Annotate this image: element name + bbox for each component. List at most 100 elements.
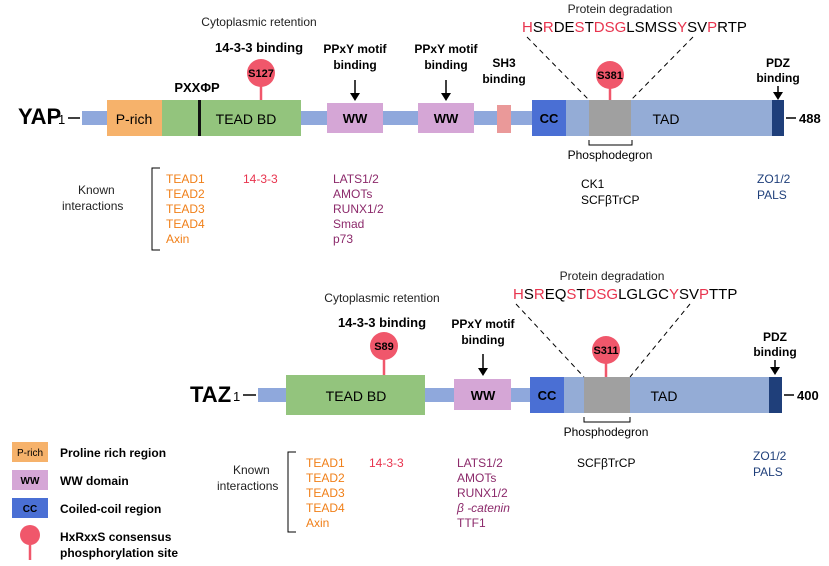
taz-start-residue: 1 (233, 389, 240, 404)
yap-ppxy2-label-line1: PPxY motif (414, 42, 478, 56)
yap-degron-seg-6: DSG (594, 19, 627, 36)
yap-degron-seg-7: LSMSS (626, 19, 677, 36)
yap-panel: YAP 1 P-rich TEAD BD PXXΦP WW WW CC TAD … (18, 2, 821, 251)
yap-ww1-label: WW (343, 111, 368, 126)
taz-degron-sequence: HSREQSTDSGLGLGCYSVPTTP (513, 286, 737, 303)
yap-sh3-label-line1: SH3 (492, 56, 516, 70)
taz-s89-site-icon (370, 332, 398, 360)
legend-site-label-line2: phosphorylation site (60, 546, 178, 560)
taz-degron-seg-8: Y (669, 286, 679, 303)
yap-degron-seg-3: DE (554, 19, 575, 36)
yap-prich-domain (107, 100, 162, 136)
taz-tead-interactor: TEAD1 (306, 456, 345, 470)
legend-site-icon (20, 525, 40, 545)
taz-degron-seg-11: TTP (709, 286, 737, 303)
yap-ppxy2-label-line2: binding (424, 58, 467, 72)
taz-cytoplasmic-retention-label: Cytoplasmic retention (324, 291, 439, 305)
yap-degron-seg-2: R (543, 19, 554, 36)
yap-ww-interactor: AMOTs (333, 187, 372, 201)
yap-degron-seg-0: H (522, 19, 533, 36)
yap-degron-interactor: CK1 (581, 177, 605, 191)
yap-tead-interactor: TEAD3 (166, 202, 205, 216)
taz-14-3-3-binding-label: 14-3-3 binding (338, 315, 426, 330)
taz-ppxy-label-line1: PPxY motif (451, 317, 515, 331)
taz-ww-interactor: LATS1/2 (457, 456, 503, 470)
taz-pdz-label-line1: PDZ (763, 330, 787, 344)
taz-degron-dashed-left (515, 303, 585, 378)
taz-degron-seg-0: H (513, 286, 524, 303)
yap-pdz-interactor: ZO1/2 (757, 172, 791, 186)
taz-title: TAZ (190, 382, 231, 407)
taz-ww-label: WW (471, 388, 496, 403)
yap-pdz-motif (772, 100, 784, 136)
yap-degron-seg-4: S (575, 19, 585, 36)
taz-pdz-interactor: PALS (753, 465, 783, 479)
yap-tead-bd-label: TEAD BD (216, 111, 277, 127)
yap-title: YAP (18, 104, 61, 129)
yap-protein-degradation-label: Protein degradation (568, 2, 673, 16)
yap-tead-interactor: TEAD4 (166, 217, 205, 231)
taz-tead-interactor: TEAD4 (306, 501, 345, 515)
taz-phosphodegron-label: Phosphodegron (564, 425, 649, 439)
taz-ww-domain (454, 379, 511, 410)
legend-ww-swatch (12, 470, 48, 490)
yap-14-3-3-interactor: 14-3-3 (243, 172, 278, 186)
yap-phosphodegron-region (589, 100, 631, 136)
yap-ww-interactor: Smad (333, 217, 364, 231)
taz-panel: TAZ 1 TEAD BD WW CC TAD 400 S89 S311 Cyt… (190, 269, 819, 533)
yap-tead-interactor: TEAD1 (166, 172, 205, 186)
yap-sh3-domain (497, 105, 511, 133)
taz-end-residue: 400 (797, 388, 819, 403)
taz-ppxy-arrowhead (478, 368, 488, 376)
taz-known-interactions-line2: interactions (217, 479, 278, 493)
taz-s89-label: S89 (374, 341, 394, 353)
taz-degron-seg-3: EQ (545, 286, 567, 303)
legend-cc-label: Coiled-coil region (60, 502, 161, 516)
yap-ppxy1-label-line1: PPxY motif (323, 42, 387, 56)
yap-known-interactions-line2: interactions (62, 199, 123, 213)
yap-ppxy2-arrowhead (441, 93, 451, 101)
yap-degron-seg-11: RTP (717, 19, 747, 36)
taz-pdz-interactor: ZO1/2 (753, 449, 787, 463)
yap-ww2-domain (418, 103, 474, 133)
taz-degron-seg-10: P (699, 286, 709, 303)
taz-tead-interactor: TEAD2 (306, 471, 345, 485)
legend-prich-swatch-label: P-rich (17, 448, 43, 459)
yap-ww-interactor: RUNX1/2 (333, 202, 384, 216)
taz-degron-seg-5: T (576, 286, 585, 303)
yap-cytoplasmic-retention-label: Cytoplasmic retention (201, 15, 316, 29)
yap-degron-seg-9: SV (687, 19, 707, 36)
yap-degron-seg-10: P (707, 19, 717, 36)
yap-tead-bd-domain (162, 100, 301, 136)
taz-tad-label: TAD (651, 388, 678, 404)
taz-interactions-bracket (287, 451, 296, 533)
taz-phosphodegron-region (584, 377, 630, 413)
yap-tad-label: TAD (653, 111, 680, 127)
taz-degron-seg-7: LGLGC (618, 286, 669, 303)
yap-14-3-3-binding-label: 14-3-3 binding (215, 40, 303, 55)
legend-ww-label: WW domain (60, 474, 129, 488)
taz-tead-bd-label: TEAD BD (326, 388, 387, 404)
legend-cc-swatch (12, 498, 48, 518)
yap-ww-interactor: LATS1/2 (333, 172, 379, 186)
yap-interactions-bracket (151, 167, 160, 251)
yap-ww1-domain (327, 103, 383, 133)
taz-ww-interactor: RUNX1/2 (457, 486, 508, 500)
legend-cc-swatch-label: CC (23, 504, 37, 515)
yap-sh3-label-line2: binding (482, 72, 525, 86)
yap-tead-interactors: TEAD1 TEAD2 TEAD3 TEAD4 Axin (166, 172, 205, 246)
yap-ppxy1-label-line2: binding (333, 58, 376, 72)
taz-tead-interactors: TEAD1 TEAD2 TEAD3 TEAD4 Axin (306, 456, 345, 530)
taz-ppxy-label-line2: binding (461, 333, 504, 347)
taz-protein-degradation-label: Protein degradation (560, 269, 665, 283)
yap-degron-seg-5: T (585, 19, 594, 36)
legend: P-rich Proline rich region WW WW domain … (12, 442, 178, 560)
taz-degron-dashed-right (629, 303, 691, 378)
yap-end-residue: 488 (799, 111, 821, 126)
taz-tead-interactor: TEAD3 (306, 486, 345, 500)
yap-degron-dashed-right (630, 36, 694, 101)
yap-cc-domain (532, 100, 566, 136)
yap-s127-site-icon (247, 59, 275, 87)
yap-pdz-label-line1: PDZ (766, 56, 790, 70)
yap-pdz-arrowhead (773, 92, 783, 100)
